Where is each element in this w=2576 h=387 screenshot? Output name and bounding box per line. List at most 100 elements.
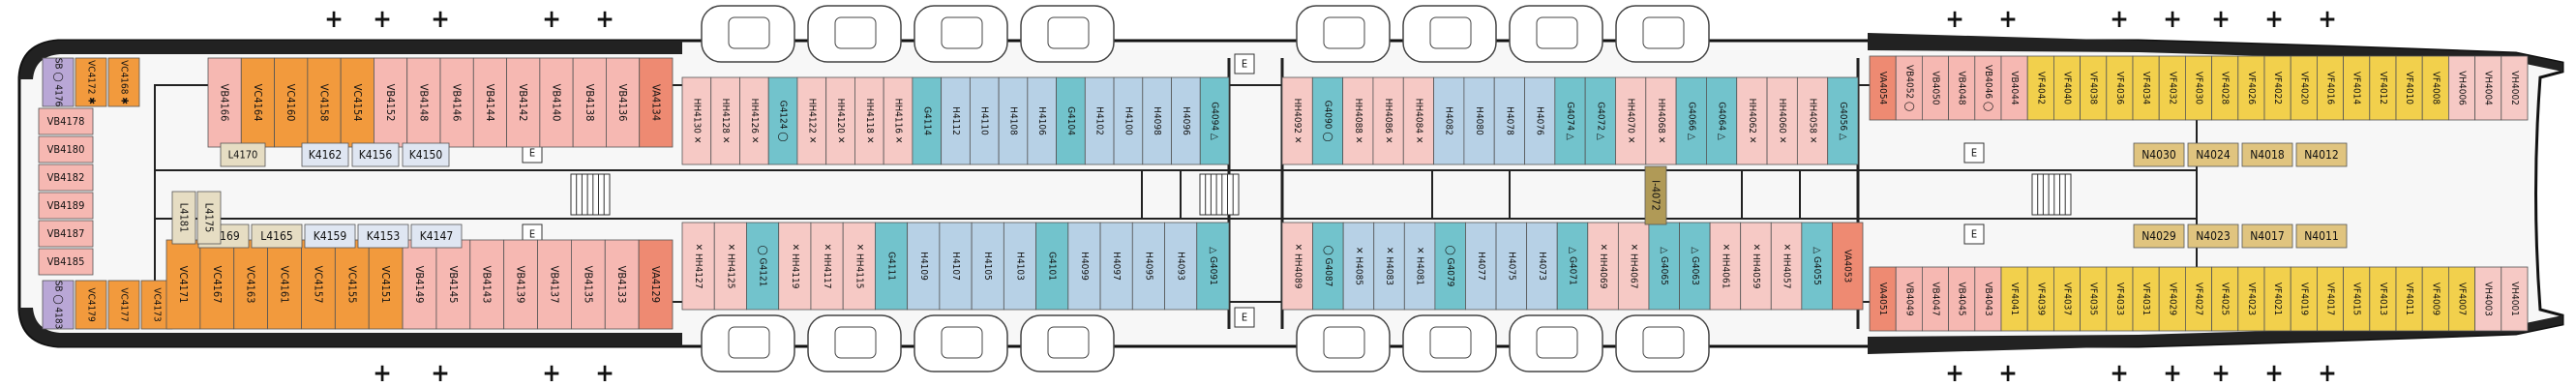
cabin-vf4016[interactable]: VF4016 [2316, 55, 2344, 121]
cabin-hh4067[interactable]: ✕ HH4067 [1617, 222, 1650, 311]
cabin-vb4189[interactable]: VB4189 [38, 192, 94, 220]
cabin-hh4118[interactable]: HH4118 ✕ [854, 76, 884, 165]
cabin-hh4115[interactable]: ✕ HH4115 [842, 222, 876, 311]
cabin-vf4035[interactable]: VF4035 [2080, 266, 2108, 332]
cabin-vf4028[interactable]: VF4028 [2211, 55, 2239, 121]
cabin-g4094[interactable]: G4094 △ [1199, 76, 1230, 165]
cabin-g4114[interactable]: G4114 [912, 76, 943, 165]
cabin-vc4179[interactable]: VC4179 [75, 280, 107, 330]
cabin-n4023[interactable]: N4023 [2187, 223, 2239, 249]
cabin-vb4178[interactable]: VB4178 [38, 107, 94, 135]
cabin-h4096[interactable]: H4096 [1171, 76, 1201, 165]
cabin-g4071[interactable]: △ G4071 [1556, 222, 1589, 311]
cabin-vf4019[interactable]: VF4019 [2290, 266, 2318, 332]
cabin-hh4070[interactable]: HH4070 ✕ [1615, 76, 1647, 165]
cabin-hh4127[interactable]: ✕ HH4127 [681, 222, 715, 311]
cabin-vb4143[interactable]: VB4143 [469, 239, 505, 330]
cabin-g4055[interactable]: △ G4055 [1801, 222, 1833, 311]
cabin-h4112[interactable]: H4112 [941, 76, 971, 165]
cabin-k4159[interactable]: K4159 [304, 223, 356, 249]
cabin-vc4167[interactable]: VC4167 [199, 239, 235, 330]
cabin-vf4014[interactable]: VF4014 [2343, 55, 2371, 121]
cabin-vh4001[interactable]: VH4001 [2501, 266, 2529, 332]
cabin-vb4152[interactable]: VB4152 [374, 57, 408, 148]
cabin-vb4050[interactable]: VB4050 [1922, 55, 1950, 121]
cabin-vf4031[interactable]: VF4031 [2132, 266, 2160, 332]
cabin-h4106[interactable]: H4106 [1027, 76, 1057, 165]
cabin-g4056[interactable]: G4056 △ [1827, 76, 1859, 165]
cabin-hh4060[interactable]: HH4060 ✕ [1766, 76, 1798, 165]
cabin-vb4048[interactable]: VB4048 [1948, 55, 1976, 121]
cabin-hh4126[interactable]: HH4126 ✕ [739, 76, 769, 165]
cabin-vc4172[interactable]: VC4172 ✱ [75, 57, 107, 107]
cabin-vb4047[interactable]: VB4047 [1922, 266, 1950, 332]
cabin-h4095[interactable]: H4095 [1131, 222, 1165, 311]
cabin-l4165[interactable]: L4165 [251, 223, 303, 249]
cabin-vc4154[interactable]: VC4154 [340, 57, 374, 148]
cabin-h4077[interactable]: H4077 [1465, 222, 1497, 311]
cabin-sb4176[interactable]: SB ◯ 4176 [42, 57, 75, 107]
cabin-vf4011[interactable]: VF4011 [2395, 266, 2423, 332]
cabin-hh4059[interactable]: ✕ HH4059 [1740, 222, 1772, 311]
cabin-vf4007[interactable]: VF4007 [2447, 266, 2475, 332]
cabin-vb4045[interactable]: VB4045 [1948, 266, 1976, 332]
cabin-vc4163[interactable]: VC4163 [233, 239, 269, 330]
cabin-n4029[interactable]: N4029 [2133, 223, 2185, 249]
cabin-vb4146[interactable]: VB4146 [439, 57, 474, 148]
cabin-vc4177[interactable]: VC4177 [107, 280, 140, 330]
cabin-vb4140[interactable]: VB4140 [539, 57, 574, 148]
cabin-n4012[interactable]: N4012 [2295, 142, 2348, 167]
cabin-vf4036[interactable]: VF4036 [2106, 55, 2134, 121]
cabin-g4063[interactable]: △ G4063 [1679, 222, 1711, 311]
cabin-hh4130[interactable]: HH4130 ✕ [681, 76, 712, 165]
cabin-h4109[interactable]: H4109 [907, 222, 941, 311]
cabin-vb4049[interactable]: VB4049 [1895, 266, 1923, 332]
cabin-vf4030[interactable]: VF4030 [2184, 55, 2212, 121]
cabin-i4072[interactable]: I-4072 [1644, 165, 1667, 225]
cabin-vf4033[interactable]: VF4033 [2106, 266, 2134, 332]
cabin-k4156[interactable]: K4156 [351, 142, 400, 167]
cabin-va4054[interactable]: VA4054 [1869, 55, 1897, 121]
cabin-hh4088[interactable]: HH4088 ✕ [1342, 76, 1374, 165]
cabin-h4103[interactable]: H4103 [1003, 222, 1036, 311]
cabin-hh4117[interactable]: ✕ HH4117 [810, 222, 844, 311]
cabin-h4080[interactable]: H4080 [1463, 76, 1495, 165]
cabin-n4030[interactable]: N4030 [2133, 142, 2185, 167]
cabin-g4091[interactable]: △ G4091 [1196, 222, 1230, 311]
cabin-g4101[interactable]: G4101 [1035, 222, 1069, 311]
cabin-va4051[interactable]: VA4051 [1869, 266, 1897, 332]
cabin-vc4168[interactable]: VC4168 ✱ [107, 57, 140, 107]
cabin-vf4020[interactable]: VF4020 [2290, 55, 2318, 121]
cabin-hh4120[interactable]: HH4120 ✕ [825, 76, 855, 165]
cabin-vf4012[interactable]: VF4012 [2369, 55, 2397, 121]
cabin-hh4089[interactable]: ✕ HH4089 [1281, 222, 1313, 311]
cabin-g4072[interactable]: G4072 △ [1584, 76, 1616, 165]
cabin-n4018[interactable]: N4018 [2241, 142, 2293, 167]
cabin-vb4137[interactable]: VB4137 [537, 239, 572, 330]
cabin-g4074[interactable]: G4074 △ [1554, 76, 1586, 165]
cabin-l4175[interactable]: L4175 [196, 191, 222, 245]
cabin-vf4040[interactable]: VF4040 [2052, 55, 2081, 121]
cabin-g4066[interactable]: G4066 △ [1675, 76, 1707, 165]
cabin-vf4015[interactable]: VF4015 [2343, 266, 2371, 332]
cabin-h4083[interactable]: ✕ H4083 [1373, 222, 1405, 311]
cabin-vf4017[interactable]: VF4017 [2316, 266, 2344, 332]
cabin-g4121[interactable]: ◯ G4121 [746, 222, 780, 311]
cabin-h4108[interactable]: H4108 [998, 76, 1029, 165]
cabin-vb4148[interactable]: VB4148 [406, 57, 441, 148]
cabin-vh4004[interactable]: VH4004 [2474, 55, 2502, 121]
cabin-vh4003[interactable]: VH4003 [2474, 266, 2502, 332]
cabin-vb4144[interactable]: VB4144 [472, 57, 507, 148]
cabin-vf4013[interactable]: VF4013 [2369, 266, 2397, 332]
cabin-vf4041[interactable]: VF4041 [2000, 266, 2028, 332]
cabin-vf4042[interactable]: VF4042 [2026, 55, 2054, 121]
cabin-vc4171[interactable]: VC4171 [165, 239, 201, 330]
cabin-vc4160[interactable]: VC4160 [274, 57, 309, 148]
cabin-vb4145[interactable]: VB4145 [435, 239, 471, 330]
cabin-vf4029[interactable]: VF4029 [2158, 266, 2186, 332]
cabin-h4082[interactable]: H4082 [1433, 76, 1465, 165]
cabin-vc4164[interactable]: VC4164 [240, 57, 275, 148]
cabin-vb4185[interactable]: VB4185 [38, 248, 94, 276]
cabin-h4093[interactable]: H4093 [1164, 222, 1198, 311]
cabin-vf4027[interactable]: VF4027 [2184, 266, 2212, 332]
